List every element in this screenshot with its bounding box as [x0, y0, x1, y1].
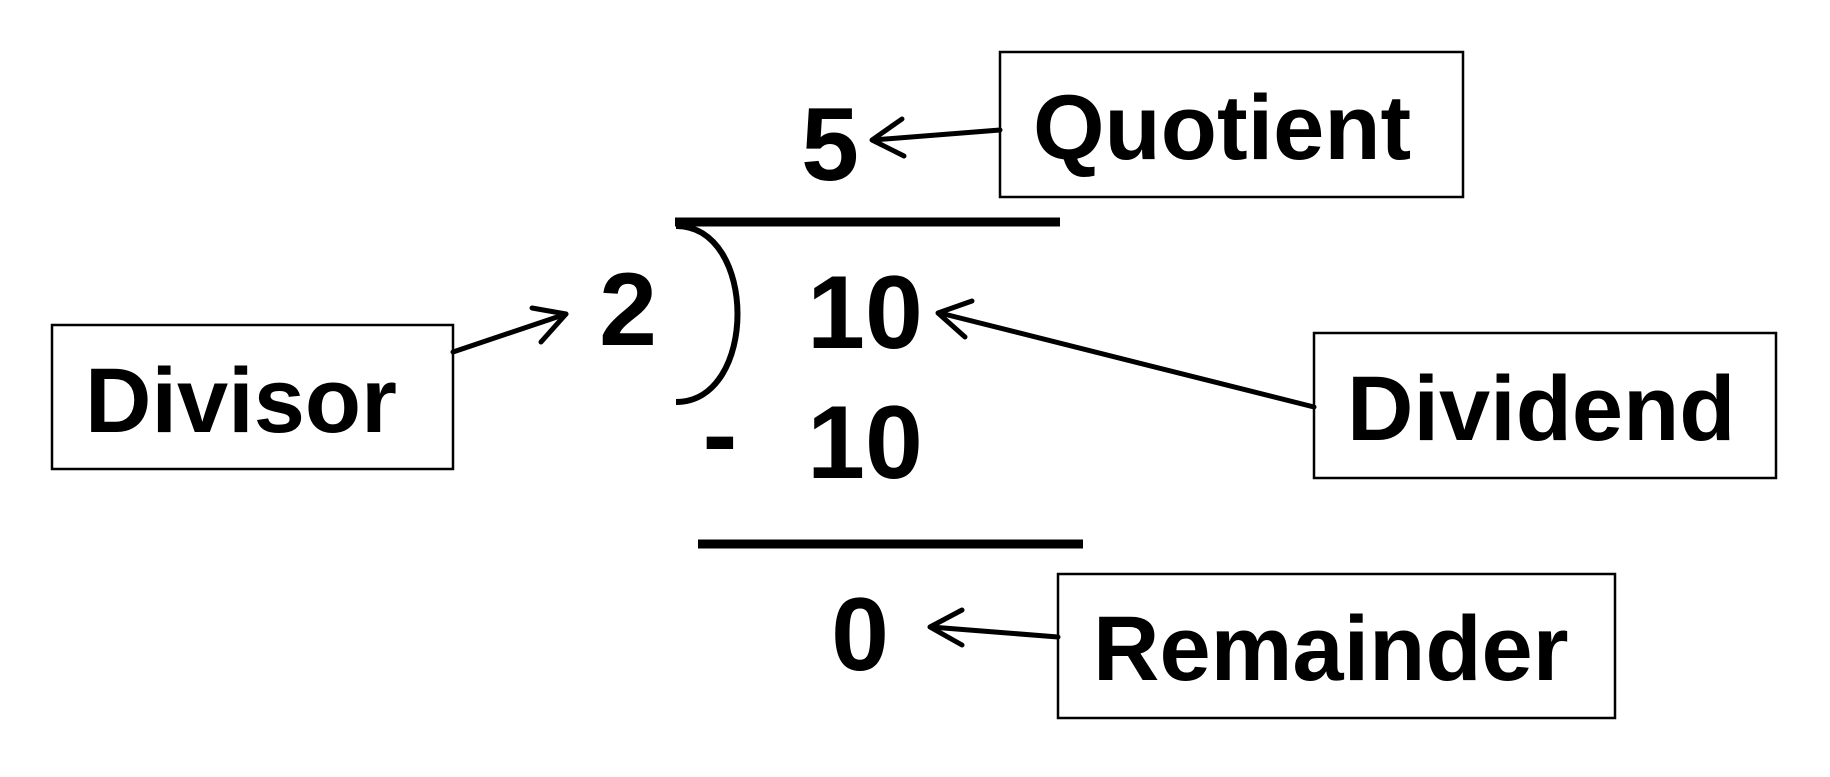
dividend-label: Dividend: [1347, 358, 1735, 460]
remainder-arrow: [927, 607, 1061, 648]
quotient-arrow: [869, 116, 1003, 159]
divisor-label: Divisor: [85, 350, 397, 452]
quotient-label-box: Quotient: [998, 50, 1465, 199]
dividend-label-box: Dividend: [1312, 331, 1778, 480]
dividend-arrow: [935, 298, 1317, 410]
quotient-value: 5: [801, 87, 859, 203]
remainder-value: 0: [831, 577, 889, 693]
dividend-value: 10: [807, 255, 923, 371]
divisor-value: 2: [599, 252, 657, 368]
divisor-arrow: [450, 305, 569, 355]
quotient-label: Quotient: [1033, 77, 1411, 179]
subtrahend-value: 10: [807, 385, 923, 501]
remainder-label-box: Remainder: [1056, 572, 1617, 720]
minus-sign: -: [703, 377, 738, 493]
divisor-label-box: Divisor: [50, 323, 455, 471]
division-bracket: [675, 223, 741, 405]
remainder-label: Remainder: [1093, 598, 1569, 700]
